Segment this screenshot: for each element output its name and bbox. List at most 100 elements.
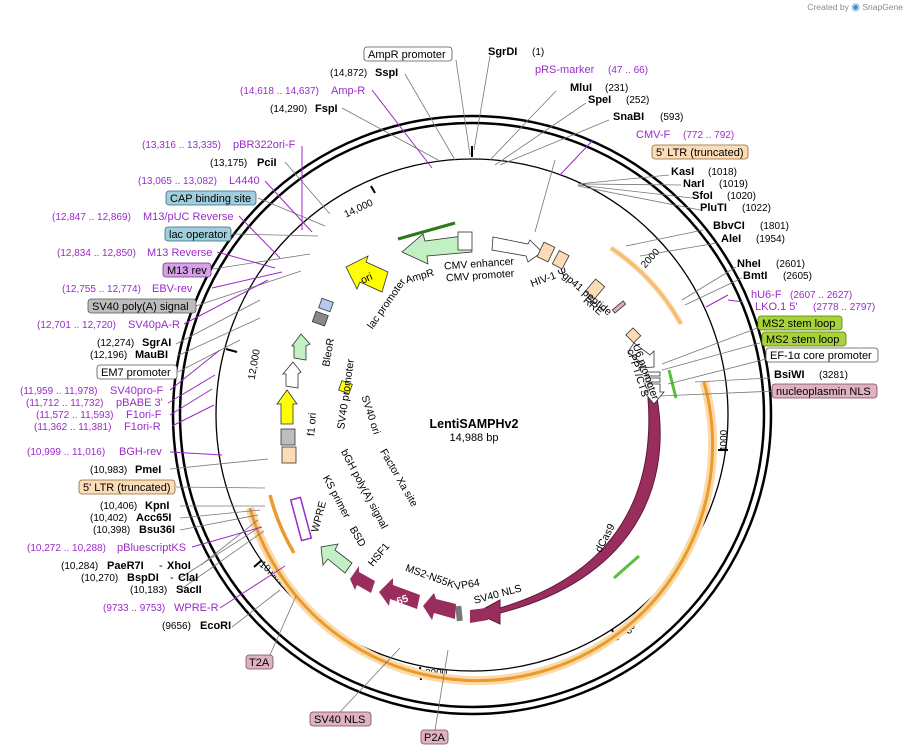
site-nhei: NheI bbox=[737, 258, 761, 270]
site-sfoi-coord: (1020) bbox=[727, 191, 756, 202]
box-nucleoplasmin bbox=[771, 383, 878, 399]
feature-label-ms2n55k: MS2-N55K bbox=[404, 562, 456, 591]
box-em7 bbox=[96, 364, 178, 380]
site-nari-coord: (1019) bbox=[719, 179, 748, 190]
feature-label-gp41: gp41 peptide bbox=[560, 270, 614, 318]
primer-l4440-coord: (13,065 .. 13,082) bbox=[138, 176, 217, 187]
feature-label-sv40-promoter: SV40 promoter bbox=[335, 358, 357, 430]
tick-label-4000: 4000 bbox=[719, 429, 730, 452]
f1-ori-arrow[interactable] bbox=[276, 389, 298, 425]
ms2-loop-box bbox=[645, 371, 661, 377]
primer-pbabe: pBABE 3' bbox=[116, 397, 163, 409]
box-t2a bbox=[245, 654, 274, 670]
site-clai: ClaI bbox=[178, 572, 198, 584]
bleor-arrow[interactable] bbox=[291, 333, 311, 361]
primer-cmv-f-coord: (772 .. 792) bbox=[683, 130, 734, 141]
label-t2a: T2A bbox=[249, 657, 270, 669]
primer-ebv-coord: (12,755 .. 12,774) bbox=[62, 284, 141, 295]
ms2-n55k-arrow[interactable] bbox=[423, 593, 456, 620]
site-mlui: MluI bbox=[570, 82, 592, 94]
primer-wpre-r-coord: (9733 .. 9753) bbox=[103, 603, 165, 614]
site-bsu36i-coord: (10,398) bbox=[93, 525, 130, 536]
primer-pbr322: pBR322ori-F bbox=[233, 139, 296, 151]
p65-arrow[interactable] bbox=[379, 578, 420, 609]
ms2-loop-box-2 bbox=[645, 377, 661, 383]
box-m13rev bbox=[162, 262, 212, 278]
hiv-psi-box-2 bbox=[551, 250, 570, 270]
site-pmei-coord: (10,983) bbox=[90, 465, 127, 476]
bsd-arrow[interactable] bbox=[320, 543, 353, 574]
site-ecori: EcoRI bbox=[200, 620, 231, 632]
ori-arrow[interactable] bbox=[345, 255, 389, 293]
primer-wpre-r: WPRE-R bbox=[174, 602, 219, 614]
feature-label-cmv-promoter: CMV promoter bbox=[446, 268, 515, 285]
site-sspi-coord: (14,872) bbox=[330, 68, 367, 79]
site-alei: AleI bbox=[721, 233, 741, 245]
woodchuck-arc-bottom-core bbox=[248, 381, 715, 683]
sv40nls-vp64-arrow[interactable] bbox=[470, 608, 488, 623]
ampr-arrow[interactable] bbox=[401, 233, 473, 265]
site-paer7i: PaeR7I bbox=[107, 560, 144, 572]
site-bsu36i: Bsu36I bbox=[139, 524, 175, 536]
sv40-promoter-arrow[interactable] bbox=[282, 361, 302, 389]
rre-box bbox=[584, 278, 606, 300]
ltr-arc-right-glow bbox=[609, 245, 684, 326]
hiv-psi-box bbox=[536, 241, 556, 263]
snapgene-logo-icon: ◉ bbox=[851, 2, 860, 13]
leader-lines bbox=[169, 55, 777, 731]
label-nucleoplasmin: nucleoplasmin NLS bbox=[776, 386, 871, 398]
primer-pbr322-coord: (13,316 .. 13,335) bbox=[142, 140, 221, 151]
site-pluti-coord: (1022) bbox=[742, 203, 771, 214]
plasmid-size: 14,988 bp bbox=[450, 432, 499, 444]
primer-pbabe-coord: (11,712 .. 11,732) bbox=[26, 398, 103, 409]
site-sgrdi-coord: (1) bbox=[532, 47, 544, 58]
u6-promoter-arrow[interactable] bbox=[627, 342, 655, 369]
site-bmti-coord: (2605) bbox=[783, 271, 812, 282]
site-fspi: FspI bbox=[315, 103, 338, 115]
tick-label-12000: 12,000 bbox=[247, 348, 263, 380]
box-5ltr-left bbox=[78, 479, 176, 495]
label-lac-operator: lac operator bbox=[169, 229, 227, 241]
primer-sv40pro: SV40pro-F bbox=[110, 385, 163, 397]
primer-lko1-coord: (2778 .. 2797) bbox=[813, 302, 875, 313]
site-kpni: KpnI bbox=[145, 500, 169, 512]
box-5ltr-right bbox=[651, 144, 749, 160]
primer-f1ori-f: F1ori-F bbox=[126, 409, 162, 421]
site-sgrdi: SgrDI bbox=[488, 46, 517, 58]
primer-f1ori-f-coord: (11,572 .. 11,593) bbox=[36, 410, 113, 421]
ef1a-arrow[interactable] bbox=[643, 383, 665, 405]
label-ms2-1: MS2 stem loop bbox=[762, 318, 835, 330]
site-bspdi-coord: (10,270) bbox=[81, 573, 118, 584]
primer-m13puc-coord: (12,847 .. 12,869) bbox=[52, 212, 131, 223]
site-snabi-coord: (593) bbox=[660, 112, 683, 123]
primer-pbluescript: pBluescriptKS bbox=[117, 542, 186, 554]
site-xhoi-sep: - bbox=[159, 560, 163, 572]
site-pluti: PluTI bbox=[700, 202, 727, 214]
site-kasi-coord: (1018) bbox=[708, 167, 737, 178]
site-maubi-coord: (12,196) bbox=[90, 350, 127, 361]
primer-l4440: L4440 bbox=[229, 175, 260, 187]
primer-pbluescript-coord: (10,272 .. 10,288) bbox=[27, 543, 106, 554]
site-acc65i-coord: (10,402) bbox=[90, 513, 127, 524]
primer-f1ori-r-coord: (11,362 .. 11,381) bbox=[34, 422, 111, 433]
feature-label-bsd: BSD bbox=[347, 524, 368, 549]
primer-hu6-f-coord: (2607 .. 2627) bbox=[790, 290, 852, 301]
label-ef1a: EF-1α core promoter bbox=[770, 350, 872, 362]
ltr-arc-left bbox=[268, 494, 296, 554]
vp64-box[interactable] bbox=[455, 605, 463, 622]
label-5ltr-right: 5' LTR (truncated) bbox=[656, 147, 743, 159]
label-ampr-promoter: AmpR promoter bbox=[368, 49, 446, 61]
label-ms2-2: MS2 stem loop bbox=[766, 334, 839, 346]
wpre-box[interactable] bbox=[289, 496, 313, 542]
site-sacii-coord: (10,183) bbox=[130, 585, 167, 596]
primer-ebv: EBV-rev bbox=[152, 283, 193, 295]
gp41-box bbox=[611, 300, 627, 314]
tick-label-2000: 2000 bbox=[639, 246, 662, 270]
cmv-enhancer-arrow[interactable] bbox=[491, 236, 543, 263]
box-sv40-polya bbox=[87, 298, 197, 314]
ms2-arc bbox=[667, 369, 678, 399]
hsf1-arrow[interactable] bbox=[350, 566, 375, 593]
primer-m13rev-coord: (12,834 .. 12,850) bbox=[57, 248, 136, 259]
box-ms2-1 bbox=[757, 315, 843, 331]
